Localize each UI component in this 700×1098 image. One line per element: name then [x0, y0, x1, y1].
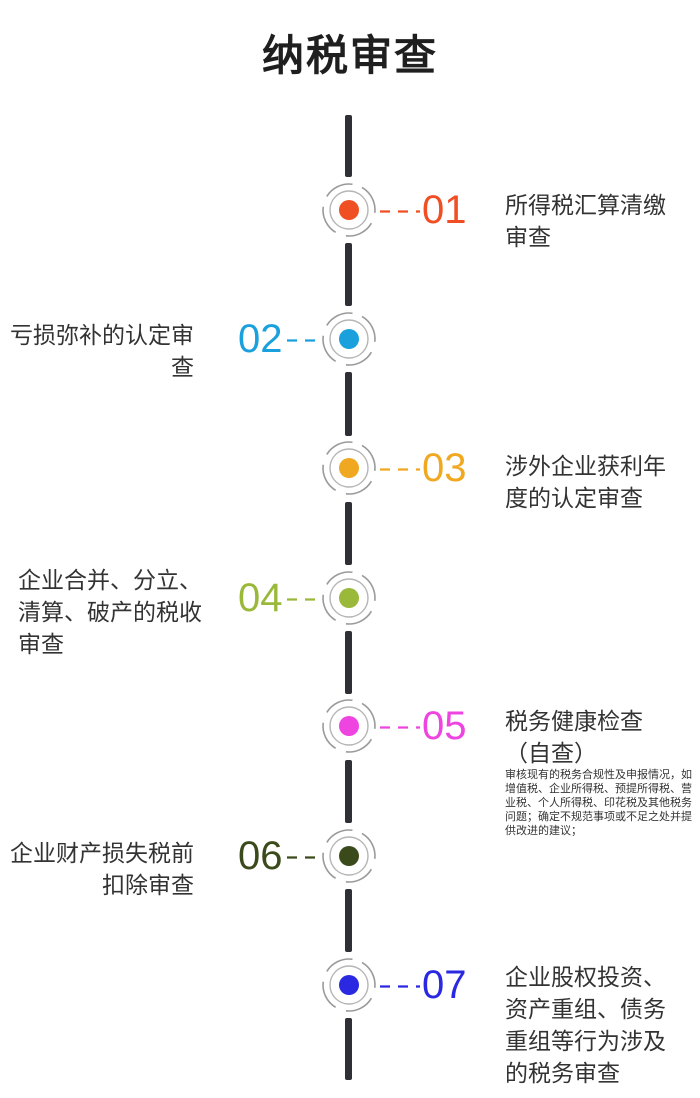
- page-title: 纳税审查: [261, 31, 438, 80]
- item-number-05: 05: [422, 704, 467, 748]
- timeline-node-04: [321, 570, 377, 626]
- timeline-node-06: [321, 828, 377, 884]
- timeline-line: [345, 115, 352, 177]
- timeline-line: [345, 1018, 352, 1080]
- connector-dashes-07: [380, 985, 420, 988]
- connector-dashes-02: [287, 339, 325, 342]
- connector-dashes-05: [380, 726, 420, 729]
- connector-dashes-04: [287, 598, 325, 601]
- timeline-line: [345, 760, 352, 823]
- timeline-line: [345, 243, 352, 306]
- timeline-line: [345, 889, 352, 952]
- timeline-line: [345, 631, 352, 694]
- item-number-02: 02: [238, 317, 283, 361]
- item-number-01: 01: [422, 188, 467, 232]
- item-number-06: 06: [238, 834, 283, 878]
- item-label-02: 亏损弥补的认定审查: [10, 323, 194, 381]
- item-label-03: 涉外企业获利年度的认定审查: [505, 454, 666, 512]
- timeline-node-02: [321, 311, 377, 367]
- item-label-05: 税务健康检查（自查）: [505, 709, 643, 767]
- item-label-04: 企业合并、分立、清算、破产的税收审查: [18, 568, 202, 658]
- item-note-05: 审核现有的税务合规性及申报情况，如增值税、企业所得税、预提所得税、营业税、个人所…: [505, 768, 692, 837]
- item-number-03: 03: [422, 446, 467, 490]
- item-label-07: 企业股权投资、资产重组、债务重组等行为涉及的税务审查: [505, 965, 666, 1087]
- timeline-line: [345, 502, 352, 565]
- item-label-01: 所得税汇算清缴审查: [505, 193, 666, 251]
- timeline-node-05: [321, 698, 377, 754]
- item-number-07: 07: [422, 963, 467, 1007]
- connector-dashes-01: [380, 210, 420, 213]
- timeline-node-07: [321, 957, 377, 1013]
- timeline-node-03: [321, 440, 377, 496]
- item-number-04: 04: [238, 576, 283, 620]
- connector-dashes-03: [380, 468, 420, 471]
- connector-dashes-06: [287, 856, 325, 859]
- timeline-line: [345, 372, 352, 436]
- timeline-node-01: [321, 182, 377, 238]
- item-label-06: 企业财产损失税前扣除审查: [10, 841, 194, 899]
